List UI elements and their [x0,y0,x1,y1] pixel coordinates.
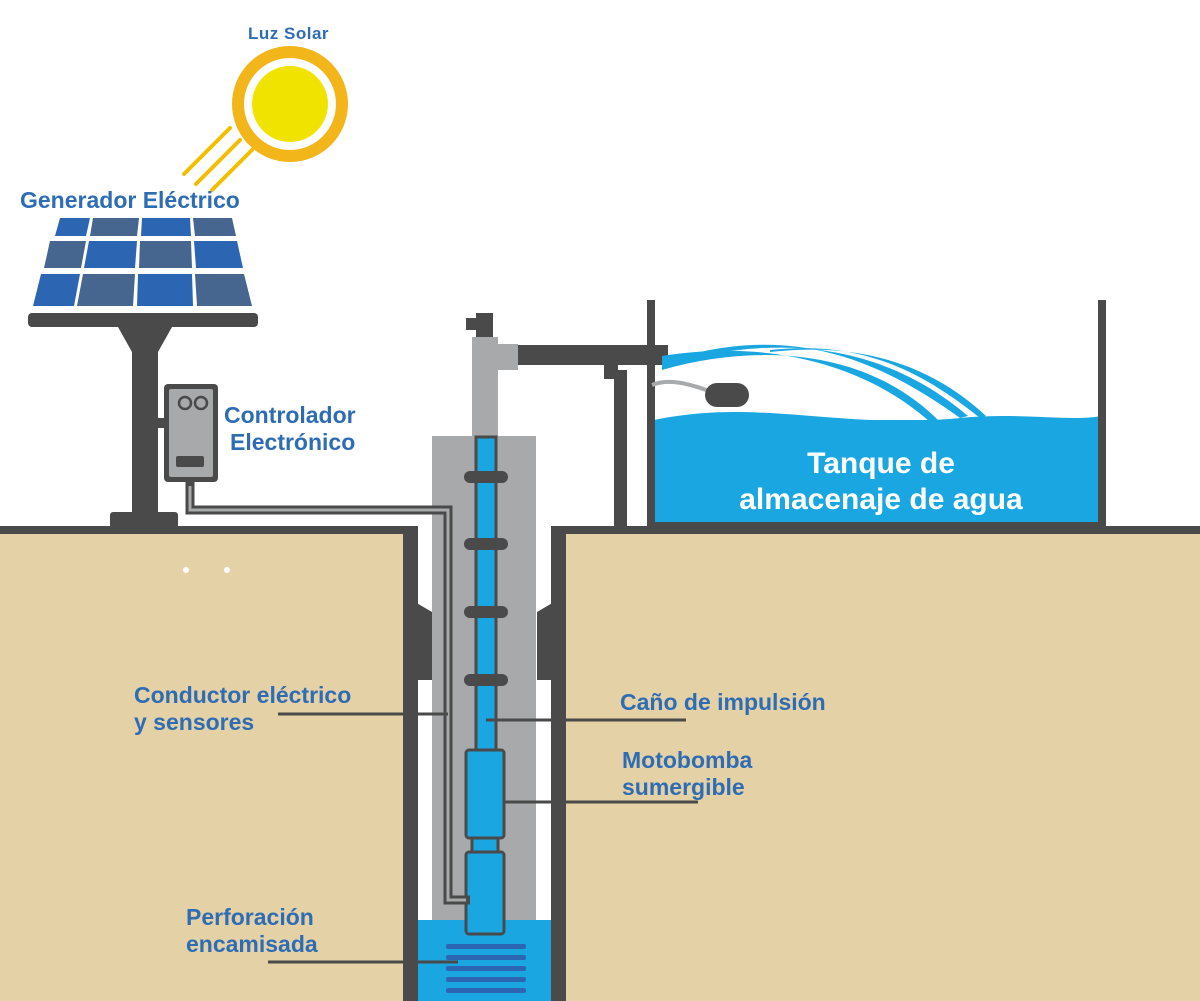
controller-label-line-2: Electrónico [230,429,356,455]
pump-label-line-2: sumergible [622,774,745,800]
sun-rays [182,126,254,192]
electric-conductor-inner [188,486,466,902]
submersible-pump [464,748,506,936]
pump-label-line-1: Motobomba [622,747,753,773]
bore-label: Perforación encamisada [186,904,318,958]
sun [232,46,348,162]
tank-label: Tanque de almacenaje de agua [706,446,1056,518]
controller-label: Controlador Electrónico [224,402,356,456]
leader-lines [268,712,698,964]
conductor-label-line-2: y sensores [134,709,255,735]
generator-label: Generador Eléctrico [20,187,240,213]
conductor-label-line-1: Conductor eléctrico [134,682,352,708]
discharge-pipe [518,345,668,530]
tank-label-line-1: Tanque de [807,447,955,480]
wellhead [466,313,518,437]
impulsion-pipe [464,435,508,754]
water-jet [662,344,986,422]
storage-tank [647,300,1106,530]
pump-label: Motobomba sumergible [622,747,752,801]
soil [0,530,1200,1001]
tank-label-line-2: almacenaje de agua [739,483,1023,516]
solar-panel [33,218,252,306]
surface-marks [183,567,230,573]
controller-label-line-1: Controlador [224,402,356,428]
controller-box [164,384,218,482]
float-sensor [651,380,749,407]
sun-label: Luz Solar [248,24,330,43]
conductor-label: Conductor eléctrico y sensores [134,682,351,736]
bore-screen [446,944,526,993]
pipe-label: Caño de impulsión [620,689,826,715]
bore-label-line-2: encamisada [186,931,318,957]
well-shaft [403,526,566,1001]
bore-label-line-1: Perforación [186,904,314,930]
